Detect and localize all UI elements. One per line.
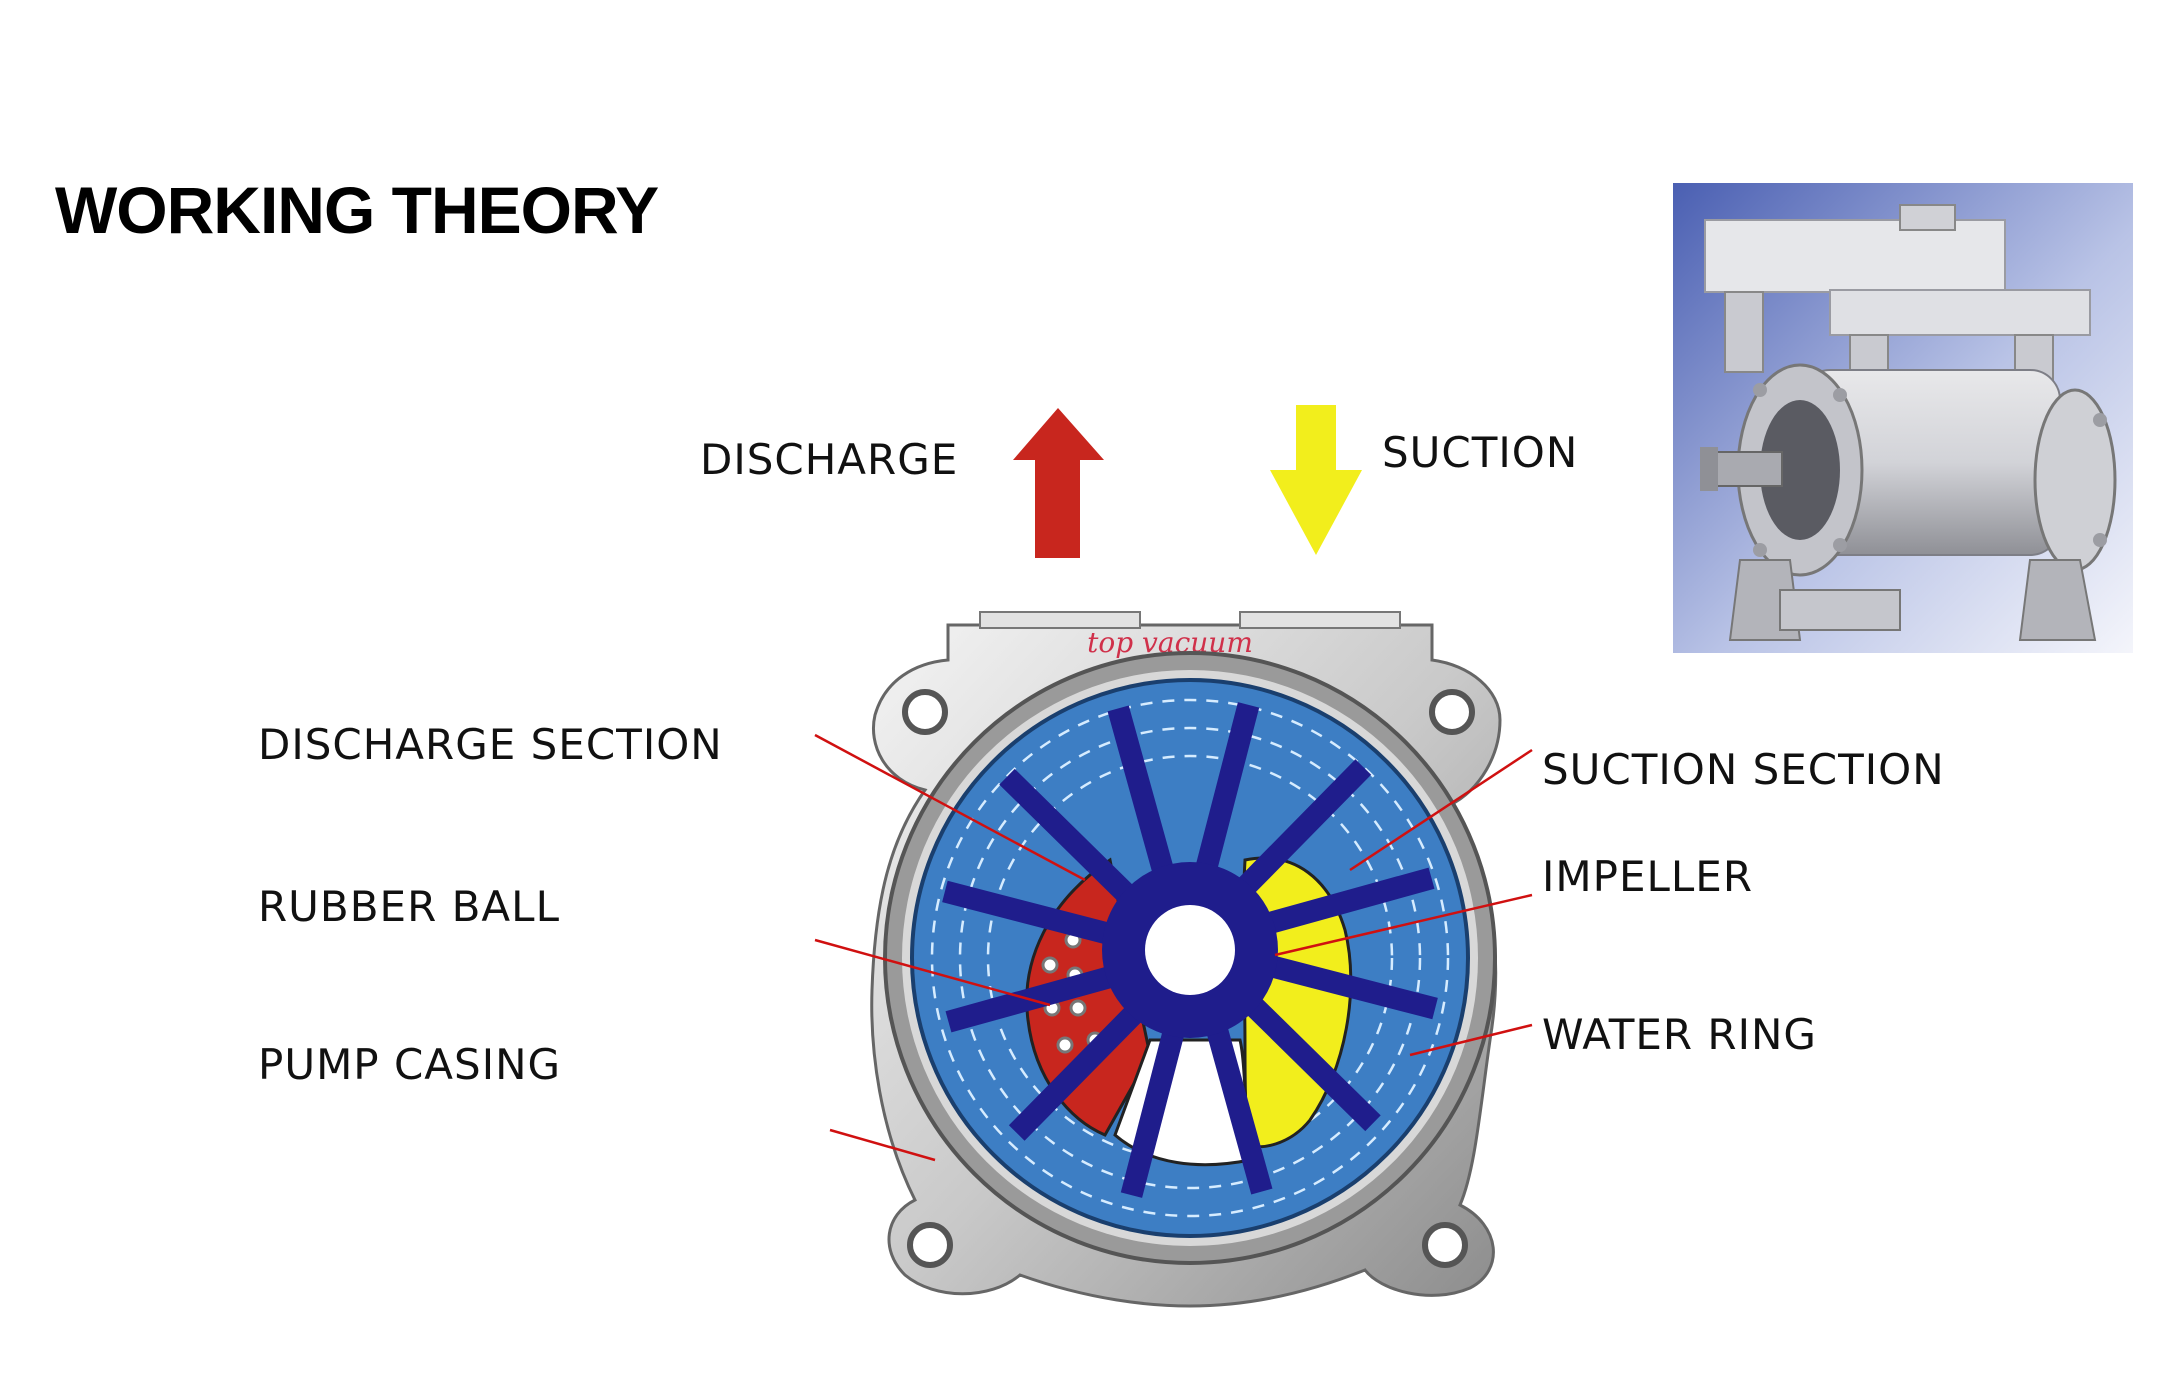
discharge-label: DISCHARGE bbox=[700, 435, 959, 484]
discharge-arrow bbox=[1013, 408, 1104, 558]
impeller-blade bbox=[942, 880, 1134, 951]
suction-label: SUCTION bbox=[1382, 428, 1579, 477]
discharge-section-label: DISCHARGE SECTION bbox=[258, 720, 723, 769]
impeller-blade bbox=[1120, 1006, 1191, 1198]
impeller-shaft-hole bbox=[1145, 905, 1235, 995]
impeller-blade bbox=[945, 959, 1137, 1033]
impeller-label: IMPELLER bbox=[1542, 852, 1754, 901]
impeller-blade bbox=[1199, 1003, 1273, 1195]
suction-section-label: SUCTION SECTION bbox=[1542, 745, 1945, 794]
impeller-blade bbox=[1243, 867, 1435, 941]
pump-photo bbox=[1673, 183, 2133, 653]
impeller-blade bbox=[1220, 759, 1372, 912]
impeller-blades bbox=[942, 702, 1438, 1198]
bolt-hole-icon bbox=[902, 689, 1475, 1268]
impeller-blade bbox=[1228, 980, 1381, 1132]
page-title: WORKING THEORY bbox=[55, 173, 659, 247]
impeller-blade bbox=[1189, 702, 1260, 894]
impeller-blade bbox=[999, 768, 1152, 920]
impeller-blade bbox=[1008, 988, 1160, 1141]
leader-lines bbox=[814, 733, 1533, 1162]
suction-arrow bbox=[1270, 405, 1362, 555]
rubber-ball-label: RUBBER BALL bbox=[258, 882, 560, 931]
pump-casing-label: PUMP CASING bbox=[258, 1040, 562, 1089]
impeller-blade bbox=[1246, 949, 1438, 1020]
water-ring-label: WATER RING bbox=[1542, 1010, 1817, 1059]
impeller-blade bbox=[1107, 705, 1181, 897]
